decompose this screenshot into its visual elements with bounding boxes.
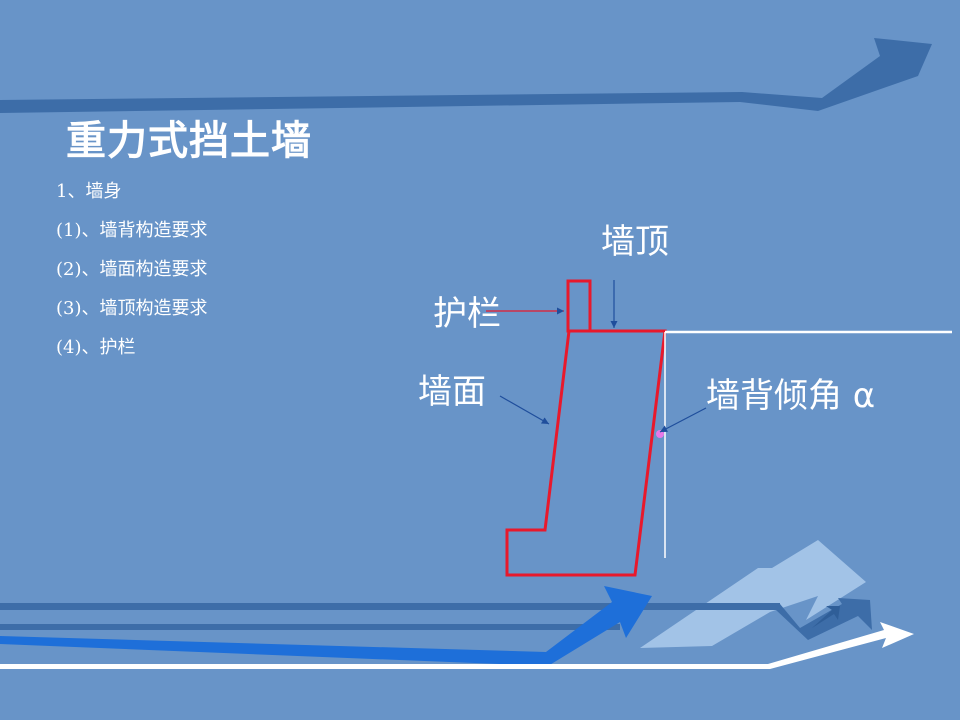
bright-blue-arrow xyxy=(0,586,652,666)
outline-item-wall-face: (2)、墙面构造要求 xyxy=(56,259,208,280)
label-wall-top: 墙顶 xyxy=(601,222,669,262)
light-arrow xyxy=(640,540,866,648)
tiny-dark-arrow xyxy=(812,606,840,628)
wall-face-pointer xyxy=(499,395,550,425)
wall-outline xyxy=(505,329,667,577)
label-wall-face: 墙面 xyxy=(418,372,486,412)
guardrail-post xyxy=(566,279,592,333)
outline-item-wall-body: 1、墙身 xyxy=(56,181,122,202)
outline-item-wall-top: (3)、墙顶构造要求 xyxy=(56,298,208,319)
wall-back-pointer xyxy=(659,407,707,433)
outline-item-guardrail: (4)、护栏 xyxy=(56,337,136,358)
label-wall-back-angle: 墙背倾角 α xyxy=(706,376,876,416)
white-arrow xyxy=(0,622,914,669)
label-guardrail: 护栏 xyxy=(433,294,501,334)
outline-list: 1、墙身 (1)、墙背构造要求 (2)、墙面构造要求 (3)、墙顶构造要求 (4… xyxy=(56,180,208,375)
top-swoosh-arrow xyxy=(0,38,932,113)
outline-item-wall-back: (1)、墙背构造要求 xyxy=(56,220,208,241)
dark-bar-2 xyxy=(0,624,620,630)
slide-title: 重力式挡土墙 xyxy=(66,118,312,164)
dark-bar-1 xyxy=(0,603,780,610)
angle-marker xyxy=(656,430,664,438)
